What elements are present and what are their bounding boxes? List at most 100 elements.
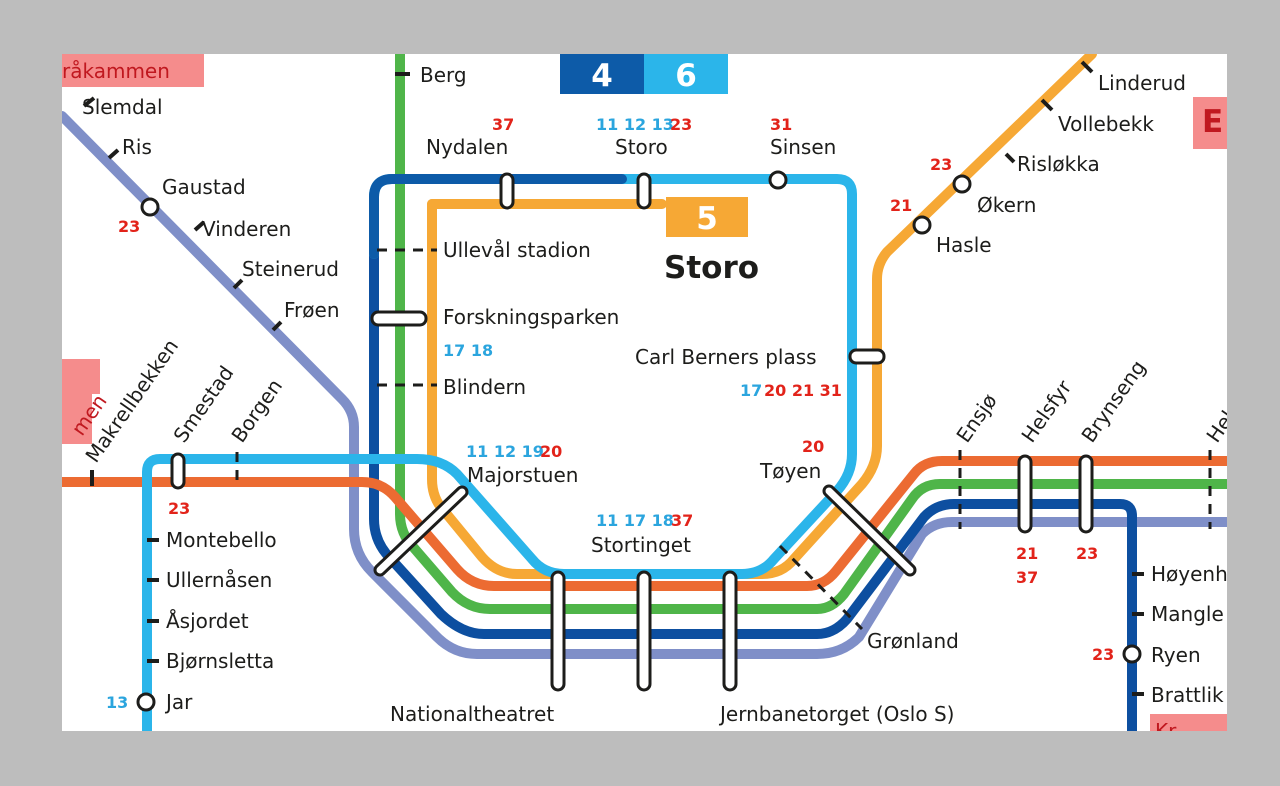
label-blindern: Blindern xyxy=(443,375,526,399)
station-sinsen[interactable] xyxy=(768,170,788,190)
bus-ryen: 23 xyxy=(1092,645,1114,664)
label-stortinget: Stortinget xyxy=(591,533,691,557)
station-forskning[interactable] xyxy=(370,310,428,327)
bus-stortinget-red: 37 xyxy=(671,511,693,530)
label-steinerud: Steinerud xyxy=(242,257,339,281)
area-title: Storo xyxy=(664,250,759,286)
station-majorstuen[interactable] xyxy=(376,488,466,574)
bus-stortinget-blue: 11 17 18 xyxy=(596,511,674,530)
label-jernbanetorget: Jernbanetorget (Oslo S) xyxy=(718,702,954,726)
label-ensjo: Ensjø xyxy=(951,389,1001,447)
label-mangle: Mangle xyxy=(1151,602,1224,626)
label-slemdal: Slemdal xyxy=(82,95,163,119)
label-asjordet: Åsjordet xyxy=(166,609,249,633)
tick-froen xyxy=(271,320,283,332)
label-hel: Hel xyxy=(1201,406,1227,447)
tick-slemdal xyxy=(82,96,96,108)
line-5-badge xyxy=(666,197,748,237)
line-6-track xyxy=(142,174,857,731)
tick-vollebekk xyxy=(1040,98,1054,112)
station-toyen[interactable] xyxy=(825,487,914,574)
zone-tag-bottom-right xyxy=(1150,714,1227,731)
zone-tag-top-left xyxy=(62,54,204,87)
station-jernbanetorget[interactable] xyxy=(722,570,738,692)
label-helsfyr: Helsfyr xyxy=(1016,375,1076,447)
metro-map-canvas: råkammen E men Kr 4 6 5 Storo xyxy=(62,54,1227,731)
zone-tag-right-text: E xyxy=(1202,104,1223,140)
label-bjornsletta: Bjørnsletta xyxy=(166,649,274,673)
tick-risloekka xyxy=(1004,152,1016,164)
zone-tag-top-left-text: råkammen xyxy=(62,59,170,83)
label-ryen: Ryen xyxy=(1151,643,1201,667)
line-6-badge-label: 6 xyxy=(675,58,697,94)
station-hasle[interactable] xyxy=(912,215,932,235)
label-carl-berner: Carl Berners plass xyxy=(635,345,817,369)
label-jar: Jar xyxy=(164,690,193,714)
tick-vinderen xyxy=(193,220,206,232)
bus-sinsen: 31 xyxy=(770,115,792,134)
bus-gaustad: 23 xyxy=(118,217,140,236)
line-5-badge-label: 5 xyxy=(696,201,718,237)
station-nationaltheatret[interactable] xyxy=(550,570,566,692)
station-gaustad[interactable] xyxy=(140,197,160,217)
label-storo: Storo xyxy=(615,135,668,159)
label-toyen: Tøyen xyxy=(759,459,821,483)
bus-nydalen: 37 xyxy=(492,115,514,134)
bus-jar: 13 xyxy=(106,693,128,712)
station-smestad[interactable] xyxy=(170,452,186,490)
label-linderud: Linderud xyxy=(1098,71,1186,95)
label-vollebekk: Vollebekk xyxy=(1058,112,1154,136)
station-nydalen[interactable] xyxy=(499,172,515,210)
zone-tag-left-mid xyxy=(62,359,100,444)
station-storo[interactable] xyxy=(636,172,652,210)
tick-ris xyxy=(107,148,120,160)
bus-toyen: 20 xyxy=(802,437,824,456)
tick-gronland xyxy=(778,544,864,631)
label-majorstuen: Majorstuen xyxy=(467,463,578,487)
line-4-badge-label: 4 xyxy=(591,58,613,94)
bus-helsfyr-a: 21 xyxy=(1016,544,1038,563)
label-ullernasen: Ullernåsen xyxy=(166,568,272,592)
station-okern[interactable] xyxy=(952,174,972,194)
line-4-badge xyxy=(560,54,644,94)
bus-okern: 23 xyxy=(930,155,952,174)
label-berg: Berg xyxy=(420,63,467,87)
bus-storo-blue: 11 12 13 xyxy=(596,115,674,134)
bus-brynseng: 23 xyxy=(1076,544,1098,563)
label-froen: Frøen xyxy=(284,298,340,322)
bus-storo-red: 23 xyxy=(670,115,692,134)
bus-majorstuen-blue: 11 12 19 xyxy=(466,442,544,461)
bus-majorstuen-red: 20 xyxy=(540,442,562,461)
label-forskning: Forskningsparken xyxy=(443,305,619,329)
bus-hasle: 21 xyxy=(890,196,912,215)
label-hoyenh: Høyenh xyxy=(1151,562,1227,586)
label-ris: Ris xyxy=(122,135,152,159)
tick-steinerud xyxy=(232,278,244,290)
label-brynseng: Brynseng xyxy=(1076,356,1150,447)
label-gronland: Grønland xyxy=(867,629,959,653)
bus-carl-blue: 17 xyxy=(740,381,762,400)
line-1-track xyxy=(62,111,1227,659)
line-4-top-track xyxy=(369,174,627,259)
station-stortinget[interactable] xyxy=(636,570,652,692)
label-nydalen: Nydalen xyxy=(426,135,508,159)
station-helsfyr[interactable] xyxy=(1017,454,1033,534)
label-nationaltheatret: Nationaltheatret xyxy=(390,702,554,726)
tick-linderud xyxy=(1080,60,1094,74)
station-ryen[interactable] xyxy=(1122,644,1142,664)
label-sinsen: Sinsen xyxy=(770,135,836,159)
bus-forskning: 17 18 xyxy=(443,341,493,360)
bus-helsfyr-b: 37 xyxy=(1016,568,1038,587)
bus-carl-red: 20 21 31 xyxy=(764,381,842,400)
metro-map: råkammen E men Kr 4 6 5 Storo xyxy=(62,54,1227,731)
station-jar[interactable] xyxy=(136,692,156,712)
label-hasle: Hasle xyxy=(936,233,992,257)
label-borgen: Borgen xyxy=(226,375,287,447)
label-vinderen: Vinderen xyxy=(202,217,291,241)
station-carl-berner[interactable] xyxy=(848,348,886,365)
label-montebello: Montebello xyxy=(166,528,277,552)
label-ulleval: Ullevål stadion xyxy=(443,238,591,262)
label-risloekka: Risløkka xyxy=(1017,152,1100,176)
zone-tag-right xyxy=(1193,97,1227,149)
station-brynseng[interactable] xyxy=(1078,454,1094,534)
